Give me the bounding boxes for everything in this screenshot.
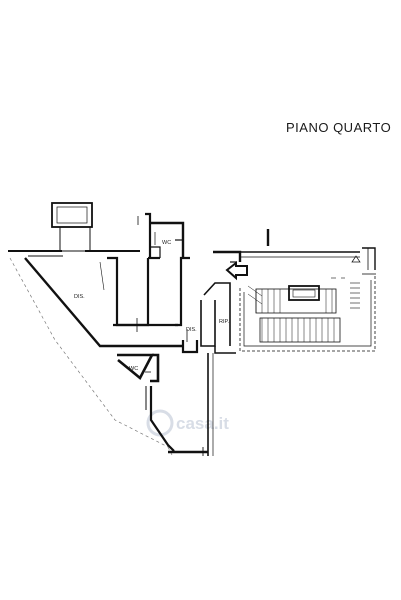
room-label-dis-left: DIS. — [74, 294, 85, 300]
room-label-dis-center: DIS. — [186, 327, 197, 333]
central-corridor-walls — [181, 250, 242, 456]
left-wing-walls — [8, 202, 190, 348]
wc-bottom-walls — [117, 353, 208, 456]
floor-title: PIANO QUARTO — [286, 120, 392, 135]
svg-text:casa.it: casa.it — [176, 414, 229, 433]
room-label-rip: RIP. — [219, 319, 229, 325]
watermark: casa.it — [146, 409, 229, 437]
wc-top-walls — [145, 212, 185, 258]
room-label-wc-top: WC — [162, 240, 171, 246]
outer-dashed-outline — [9, 257, 173, 456]
stair-block — [239, 229, 376, 352]
entrance-arrow-icon — [225, 260, 248, 281]
room-label-wc-bottom: WC — [129, 366, 138, 372]
